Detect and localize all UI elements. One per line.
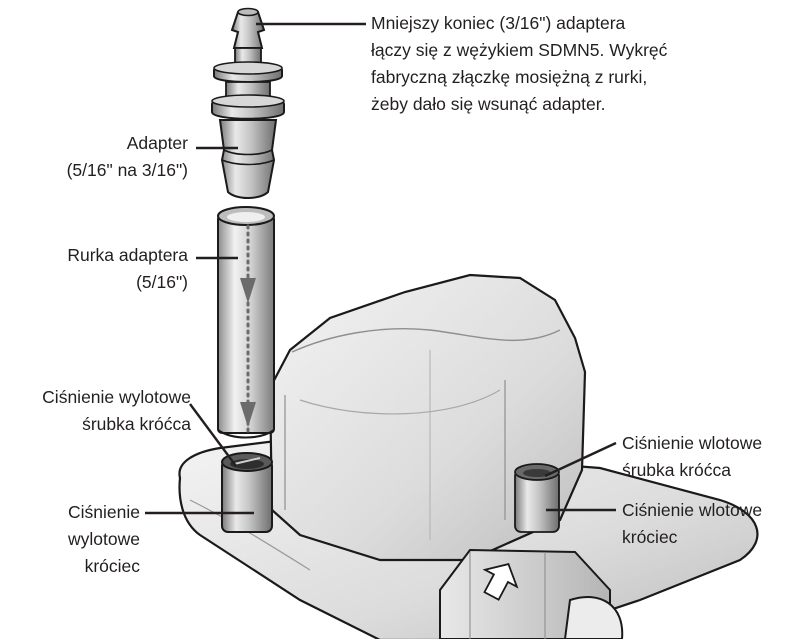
label-small-end: Mniejszy koniec (3/16") adaptera łączy s… [371,13,668,114]
leader-outlet-screw [189,403,237,467]
regulator-body [268,273,587,562]
leader-inlet-screw [544,441,617,478]
insertion-arrow-icon [240,277,256,304]
outlet-port [221,452,273,533]
adapter-fitting [211,7,285,199]
label-inlet-port: Ciśnienie wlotowe króciec [622,500,763,547]
adapter-tube [217,206,275,439]
inlet-port [514,463,560,533]
insertion-arrow-icon [240,401,256,428]
label-outlet-port: Ciśnienie wylotowe króciec [68,502,140,576]
label-outlet-screw: Ciśnienie wylotowe śrubka króćca [42,387,191,434]
label-adapter: Adapter (5/16" na 3/16") [66,133,188,180]
flow-arrow-icon [482,563,519,601]
label-adapter-tube: Rurka adaptera (5/16") [67,245,188,292]
label-inlet-screw: Ciśnienie wlotowe śrubka króćca [622,433,763,480]
leader-lines [145,22,617,515]
